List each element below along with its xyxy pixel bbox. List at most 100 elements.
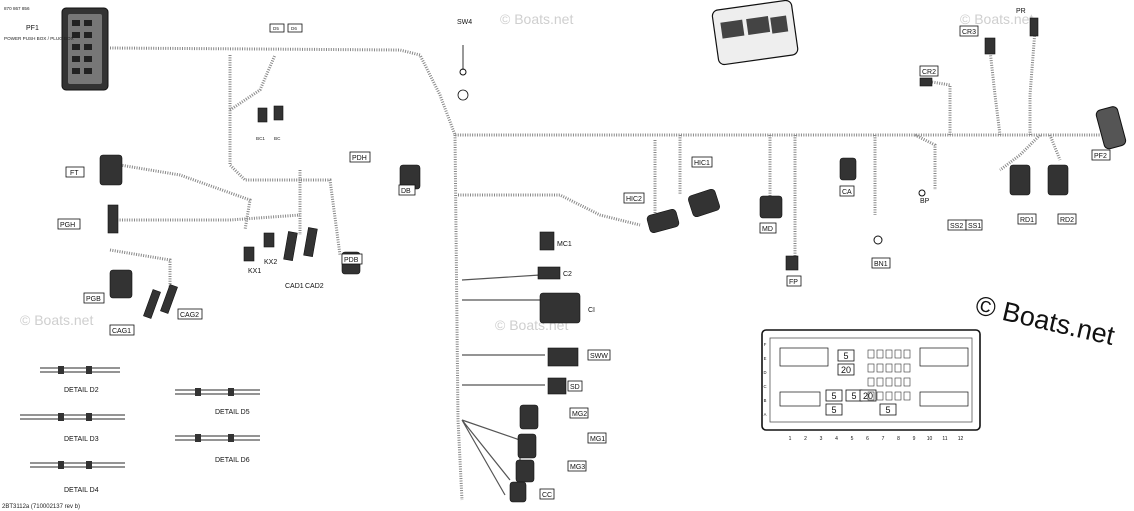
relay-left-bottom	[779, 391, 821, 407]
watermark-big: © Boats.net	[973, 290, 1118, 351]
fuse-cell	[903, 391, 911, 401]
fuse-row-label: E	[764, 356, 767, 361]
mc1-connector	[539, 231, 555, 251]
fuse-col-label: 2	[804, 436, 807, 442]
pr-connector	[1029, 17, 1039, 37]
fuse-row-label: D	[763, 370, 766, 375]
fuse-cell	[885, 377, 893, 387]
fuse-cell	[867, 349, 875, 359]
cag2-tag: CAG2	[180, 312, 199, 319]
watermark-right: © Boats.net	[960, 11, 1033, 27]
detail-d2-group: DETAIL D2	[40, 366, 120, 394]
fp-tag-box	[786, 275, 802, 287]
svg-text:© Boats.net: © Boats.net	[973, 290, 1118, 351]
bc-connector	[273, 105, 284, 121]
d6-top: D6	[291, 26, 297, 31]
kx1-tag: KX1	[248, 268, 261, 275]
ca-tag-box	[839, 185, 855, 197]
pf1-desc: POWER PUSH BOX / PLUG BOX	[4, 36, 74, 41]
footer-code: 2BT3112a (710002137 rev b)	[2, 504, 80, 510]
branch-cr2	[919, 78, 952, 135]
sw4-callout	[457, 89, 469, 101]
relay-right-bottom	[919, 391, 969, 407]
d6-top-box	[287, 23, 303, 33]
cc-tag: CC	[542, 492, 552, 499]
db-tag: DB	[401, 188, 411, 195]
cc-connector	[509, 481, 527, 503]
hic1-connector	[688, 188, 720, 218]
fuse-cell	[894, 377, 902, 387]
mg1-connector	[517, 433, 537, 459]
fuse-cell	[903, 377, 911, 387]
fuse-cell	[894, 363, 902, 373]
fuse-col-label: 3	[820, 436, 823, 442]
detail-d6-group: DETAIL D6	[175, 434, 260, 464]
mg1-tag-box	[587, 432, 607, 444]
fp-tag: FP	[789, 279, 798, 286]
fuse-col-label: 9	[913, 436, 916, 442]
fuse-slot: 5	[837, 349, 855, 362]
bp-ring	[918, 189, 926, 197]
cr3-tag: CR3	[962, 29, 976, 36]
fuse-col-label: 1	[789, 436, 792, 442]
fuse-cell	[876, 391, 884, 401]
detail-d2: DETAIL D2	[64, 387, 99, 394]
detail-d6: DETAIL D6	[215, 457, 250, 464]
svg-text:20: 20	[841, 365, 851, 375]
hic1-tag: HIC1	[694, 160, 710, 167]
fuse-col-label: 5	[851, 436, 854, 442]
c2-connector	[537, 266, 561, 280]
d5-top: D5	[273, 26, 279, 31]
svg-text:5: 5	[851, 391, 856, 401]
kx2-connector	[263, 232, 275, 248]
bp-tag: BP	[920, 198, 930, 205]
ca-tag: CA	[842, 189, 852, 196]
cr2-tag: CR2	[922, 69, 936, 76]
hic1-tag-box	[691, 156, 713, 168]
ci-tag: CI	[588, 307, 595, 314]
branch-pgh	[110, 213, 301, 222]
kx1-connector	[243, 246, 255, 262]
sd-tag: SD	[570, 384, 580, 391]
sd-connector	[547, 377, 567, 395]
fuse-cell	[867, 363, 875, 373]
sw4-ring	[459, 68, 467, 76]
hic2-connector	[646, 209, 680, 233]
rd1-connector	[1009, 164, 1031, 196]
cad2-tag: CAD2	[305, 283, 324, 290]
mg3-tag: MG3	[570, 464, 585, 471]
mg3-connector	[515, 459, 535, 483]
mc1-tag: MC1	[557, 241, 572, 248]
branch-bp	[914, 133, 937, 190]
cad1-connector	[283, 231, 298, 262]
cad1-tag: CAD1	[285, 283, 304, 290]
relay-left	[779, 347, 829, 367]
bn1-ring	[873, 235, 883, 245]
fuse-col-label: 7	[882, 436, 885, 442]
hic2-tag: HIC2	[626, 196, 642, 203]
bc2-tag: BC1	[256, 136, 265, 141]
sww-connector	[547, 347, 579, 367]
branch-sw	[458, 193, 641, 227]
pr-tag: PR	[1016, 8, 1026, 15]
cag2-tag-box	[177, 308, 203, 320]
pdb-tag: PDB	[344, 257, 359, 264]
pgh-tag: PGH	[60, 222, 75, 229]
sd-tag-box	[567, 380, 583, 392]
bc2-connector	[257, 107, 268, 123]
fuse-cell	[903, 349, 911, 359]
branch-right-conn	[461, 274, 545, 386]
pdh-tag: PDH	[352, 155, 367, 162]
cr3-tag-box	[959, 25, 979, 37]
cad2-connector	[303, 227, 318, 258]
rd2-tag-box	[1057, 213, 1077, 225]
fuse-cell	[867, 377, 875, 387]
fuse-row-label: B	[764, 398, 767, 403]
bn1-tag-box	[871, 257, 891, 269]
rd2-tag: RD2	[1060, 217, 1074, 224]
branch-cr3	[988, 49, 1002, 136]
watermark-left: © Boats.net	[20, 312, 93, 328]
svg-text:5: 5	[831, 405, 836, 415]
ft-tag: FT	[70, 170, 79, 177]
